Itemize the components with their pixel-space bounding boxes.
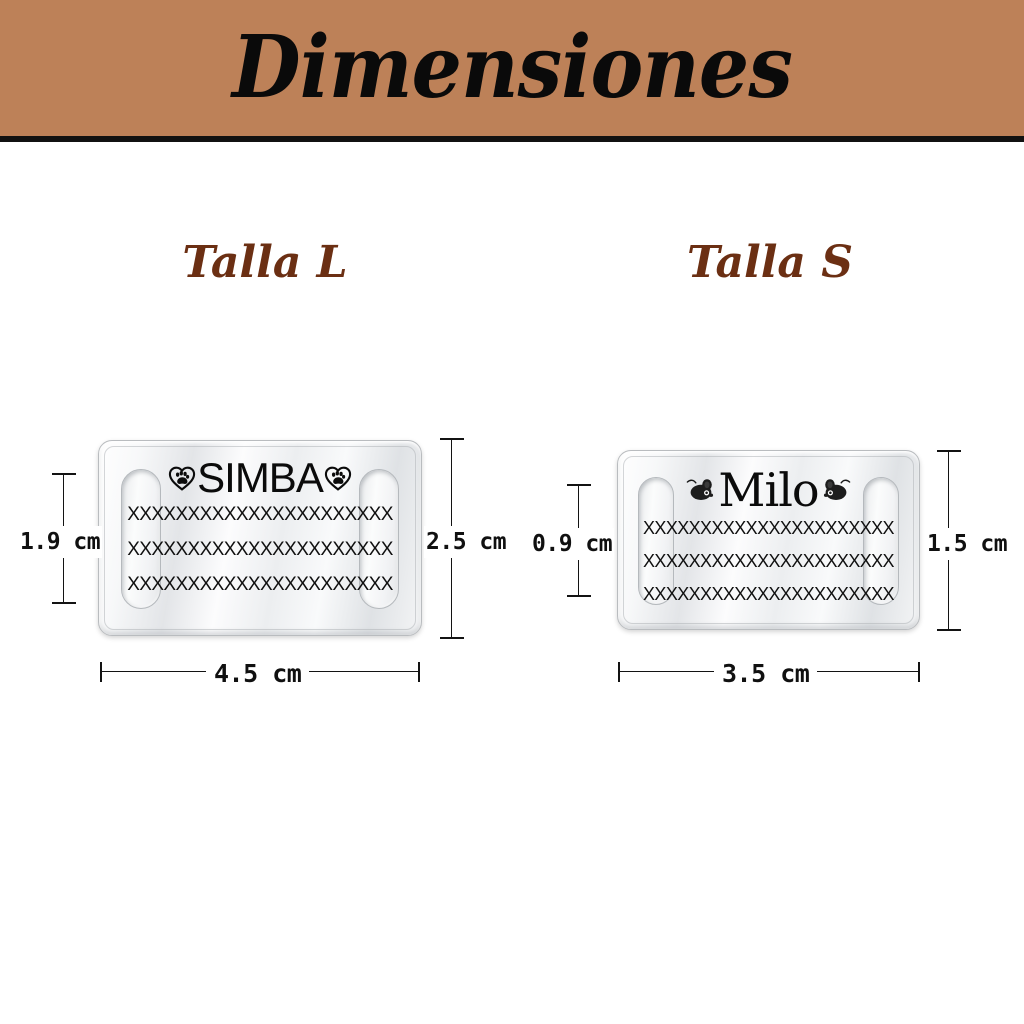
engraving-line: XXXXXXXXXXXXXXXXXXXXXX [643,518,895,538]
strap-slot-right [359,469,399,609]
dim-cap [937,450,961,452]
dim-label-outer-height-l: 2.5 cm [424,526,509,558]
dim-cap [52,602,76,604]
engraving-area: SIMBA XXXXXXXXXXXXXXXXXXXXXX XXXXXXXXXXX… [99,441,421,635]
dim-label-width-l: 4.5 cm [206,657,310,690]
header-band: Dimensiones [0,0,1024,136]
pet-name-s: Milo [718,463,819,517]
name-row: SIMBA [168,457,352,499]
dim-cap [440,637,464,639]
engraving-line: XXXXXXXXXXXXXXXXXXXXXX [127,574,393,595]
dim-cap [618,662,620,682]
engraving-line: XXXXXXXXXXXXXXXXXXXXXX [643,584,895,604]
dim-cap [918,662,920,682]
pet-name-l: SIMBA [197,454,324,501]
pet-tag-size-s: Milo XXXXXXXXXXXXXXXXXXXXXX XXXXXXXXXXXX… [617,450,920,630]
dim-cap [52,473,76,475]
engraving-line: XXXXXXXXXXXXXXXXXXXXXX [127,504,393,525]
dim-cap [440,438,464,440]
dim-label-width-s: 3.5 cm [714,657,818,690]
name-row: Milo [685,467,851,513]
dim-label-outer-height-s: 1.5 cm [925,528,1010,560]
strap-slot-left [121,469,161,609]
heart-paw-icon [324,464,352,492]
engraving-line: XXXXXXXXXXXXXXXXXXXXXX [643,551,895,571]
dim-label-inner-height-l: 1.9 cm [18,526,103,558]
mouse-icon [820,477,852,503]
strap-slot-right [863,477,899,605]
dim-cap [567,484,591,486]
engraving-lines: XXXXXXXXXXXXXXXXXXXXXX XXXXXXXXXXXXXXXXX… [127,505,393,610]
header-divider [0,136,1024,142]
dim-cap [567,595,591,597]
engraving-area: Milo XXXXXXXXXXXXXXXXXXXXXX XXXXXXXXXXXX… [618,451,919,629]
dim-cap [937,629,961,631]
mouse-icon [685,477,717,503]
dim-cap [100,662,102,682]
size-label-l: Talla L [182,237,348,288]
dim-cap [418,662,420,682]
dim-label-inner-height-s: 0.9 cm [530,528,615,560]
strap-slot-left [638,477,674,605]
engraving-line: XXXXXXXXXXXXXXXXXXXXXX [127,539,393,560]
size-label-s: Talla S [686,237,854,288]
engraving-lines: XXXXXXXXXXXXXXXXXXXXXX XXXXXXXXXXXXXXXXX… [643,518,895,618]
pet-tag-size-l: SIMBA XXXXXXXXXXXXXXXXXXXXXX XXXXXXXXXXX… [98,440,422,636]
heart-paw-icon [168,464,196,492]
page-title: Dimensiones [232,17,793,118]
